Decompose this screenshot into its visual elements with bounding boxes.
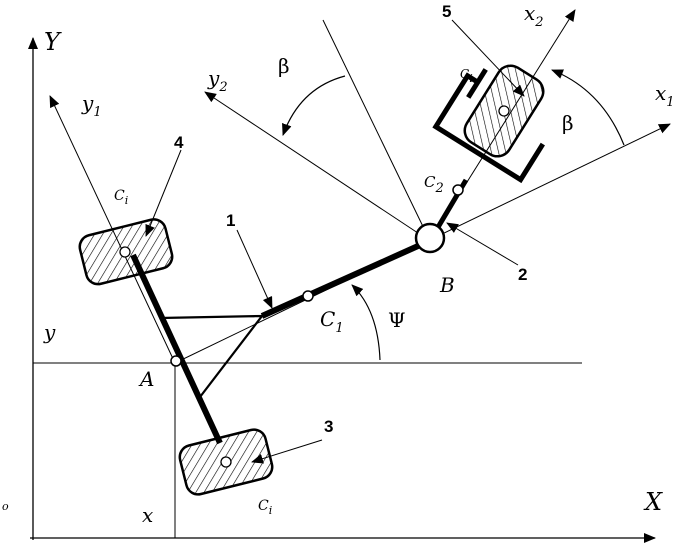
point-C2 [452, 184, 464, 196]
label-y2: y2 [207, 66, 228, 95]
leader-4 [145, 149, 182, 237]
label-C-wheel3: Ci [258, 498, 272, 517]
frame-brace [159, 314, 265, 398]
label-coord-y: y [43, 320, 56, 344]
beta-angle-arc-right [551, 69, 625, 146]
wheel-3 [178, 428, 274, 496]
label-num-4: 4 [174, 133, 184, 152]
hinge-B [414, 222, 446, 254]
wheel-4 [78, 218, 174, 286]
label-num-1: 1 [226, 211, 235, 230]
label-axis-X: X [643, 488, 663, 516]
label-y1: y1 [81, 91, 102, 120]
leader-1 [236, 229, 273, 309]
point-A [170, 355, 182, 367]
label-num-5: 5 [442, 2, 451, 21]
label-beta-right: β [562, 111, 574, 135]
psi-angle-arc [351, 284, 381, 361]
label-point-B: B [439, 273, 455, 297]
leader-3 [251, 439, 323, 464]
steering-bracket [432, 68, 545, 184]
label-num-3: 3 [324, 417, 333, 436]
label-beta-top: β [278, 54, 290, 78]
longitudinal-beam [260, 243, 420, 319]
leader-5 [451, 19, 525, 97]
label-num-2: 2 [518, 265, 527, 284]
label-axis-Y: Y [44, 28, 62, 56]
label-C-wheel5: Ci [460, 67, 473, 85]
label-x2: x2 [524, 1, 544, 30]
label-C1: C1 [320, 307, 344, 336]
point-C1 [302, 290, 314, 302]
label-x1: x1 [655, 81, 675, 110]
label-psi: Ψ [388, 308, 406, 332]
rear-axle [130, 253, 223, 445]
extension-line [322, 19, 431, 242]
label-C-wheel4: Ci [114, 188, 128, 207]
label-point-A: A [138, 367, 154, 391]
leader-2 [446, 222, 519, 266]
label-origin: o [2, 500, 9, 513]
label-coord-x: x [142, 503, 153, 527]
y2-axis [204, 91, 431, 242]
label-C2: C2 [424, 173, 444, 196]
beta-angle-arc-top [282, 75, 346, 136]
